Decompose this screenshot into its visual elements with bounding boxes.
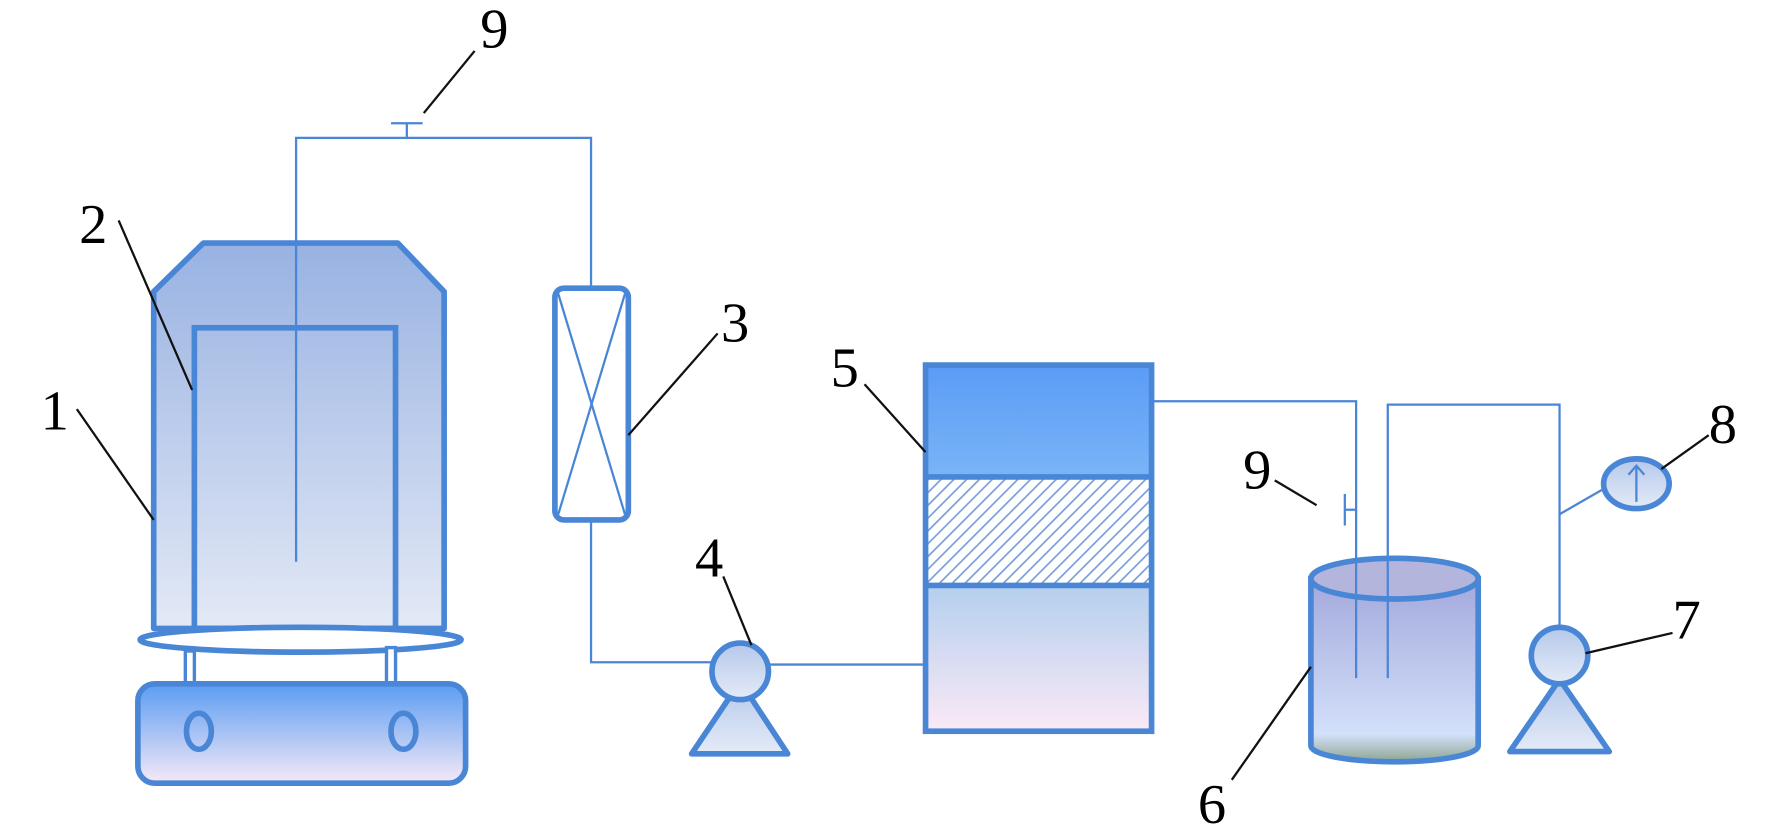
label-7: 7: [1673, 590, 1701, 652]
gauge-pipe: [1558, 487, 1606, 516]
valve-icon: [1343, 493, 1357, 526]
label-5: 5: [831, 338, 859, 400]
leader-line: [1585, 631, 1673, 655]
label-9-top: 9: [480, 0, 508, 61]
leader-line: [75, 408, 155, 521]
packed-column: [552, 285, 632, 523]
leader-line: [863, 383, 927, 453]
pressure-gauge-icon: [1600, 456, 1672, 512]
reactor-column: [922, 362, 1155, 735]
pipe-vessel-to-pump: [1386, 403, 1561, 679]
leader-line: [1660, 434, 1710, 470]
leader-line: [117, 219, 194, 391]
leader-line: [722, 575, 753, 646]
leader-line: [422, 50, 476, 114]
leader-line: [1230, 666, 1312, 781]
pump-icon: [688, 640, 791, 757]
valve-icon: [391, 122, 423, 138]
collection-vessel: [1308, 555, 1481, 765]
leader-line: [627, 332, 719, 436]
label-9-mid: 9: [1243, 439, 1271, 501]
label-6: 6: [1198, 774, 1226, 833]
label-4: 4: [695, 527, 723, 589]
label-2: 2: [79, 194, 107, 256]
label-3: 3: [721, 292, 749, 354]
label-8: 8: [1709, 394, 1737, 456]
leader-line: [1274, 479, 1318, 507]
label-1: 1: [41, 380, 69, 442]
pump-icon: [1506, 624, 1613, 755]
jacketed-vessel: [135, 240, 469, 787]
pipe-column-to-pump: [589, 519, 715, 664]
